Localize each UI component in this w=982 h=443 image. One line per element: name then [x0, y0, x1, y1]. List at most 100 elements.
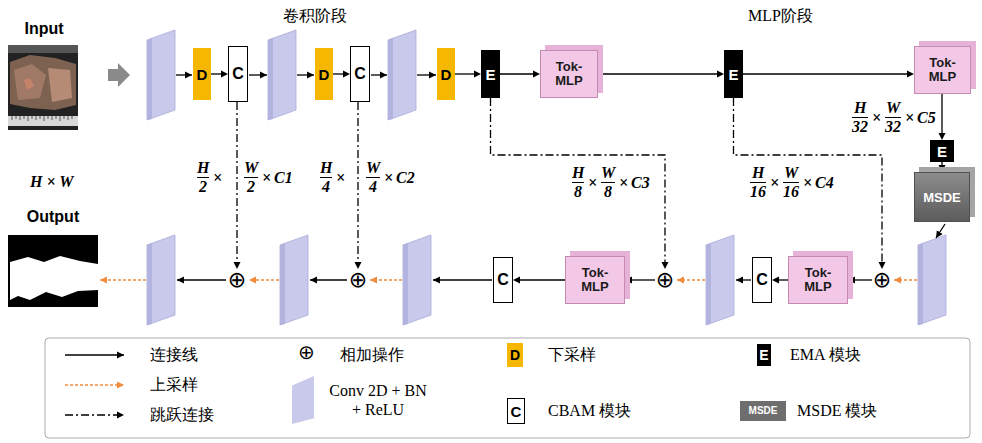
node-text: C — [232, 65, 244, 83]
connector-line — [500, 73, 534, 74]
add-symbol: ⊕ — [872, 269, 892, 291]
arrow-head — [625, 277, 632, 284]
label-text: 32 — [885, 119, 901, 135]
node-text: ⊕ — [228, 270, 246, 290]
label-text: C3 — [631, 175, 650, 191]
node-text: E — [728, 66, 738, 83]
label-text: 8 — [604, 184, 612, 200]
legend-conv-swatch — [292, 376, 314, 424]
arrow-head — [879, 262, 886, 269]
input-arrow — [108, 63, 130, 87]
connector-line — [631, 279, 655, 280]
label-text: MLP阶段 — [748, 6, 813, 25]
cbam-box: C — [350, 46, 370, 102]
label-text: 16 — [783, 184, 799, 200]
fraction-bar — [366, 177, 380, 178]
conv-block — [403, 235, 431, 325]
arrow-head — [343, 71, 350, 78]
node-text: C — [354, 65, 366, 83]
node-text: ⊕ — [349, 270, 367, 290]
connector-line — [211, 73, 222, 74]
connector-line — [854, 279, 872, 280]
label-text: ⊕ — [298, 340, 315, 364]
fraction-bar — [320, 177, 332, 178]
legend-symbol-text: E — [759, 348, 768, 362]
legend-swatch: D — [507, 343, 523, 367]
skip-connection — [355, 102, 362, 269]
connection-wires — [176, 75, 945, 280]
connector-line — [519, 279, 565, 280]
legend-line-sample — [65, 384, 124, 385]
connector-line — [598, 73, 718, 74]
label-text: W — [366, 160, 380, 176]
label-text: × — [619, 175, 628, 191]
connector — [333, 71, 350, 78]
arrow-head — [907, 71, 914, 78]
connector-line — [236, 102, 237, 263]
tok-mlp-box: Tok-MLP — [788, 256, 848, 304]
node-text: Output — [27, 208, 79, 226]
arrow-head — [513, 277, 520, 284]
label-text: C1 — [274, 170, 293, 186]
connector — [772, 277, 788, 284]
legend-text: 相加操作 — [340, 345, 404, 364]
connector-line — [743, 73, 908, 74]
legend-line-sample — [65, 354, 124, 355]
arrow-head — [939, 133, 946, 140]
legend-line-sample — [65, 414, 124, 415]
label-text: 卷积阶段 — [283, 6, 347, 25]
connector — [598, 71, 724, 78]
label-text: H — [320, 160, 332, 176]
fraction-bar — [244, 177, 258, 178]
output-image — [8, 235, 98, 307]
label-text: 2 — [247, 179, 255, 195]
arrow-head — [848, 277, 855, 284]
legend-swatch: E — [757, 344, 771, 366]
fraction-bar — [885, 117, 901, 118]
legend-symbol-text: C — [511, 404, 522, 419]
label-text: H — [197, 160, 209, 176]
connector — [939, 162, 946, 172]
arrow-head — [234, 262, 241, 269]
connector — [939, 94, 946, 140]
legend-text: 连接线 — [150, 345, 198, 364]
node-text: D — [319, 66, 330, 83]
arrow-head — [939, 165, 946, 172]
label-text: × — [384, 170, 393, 186]
add-symbol: ⊕ — [227, 269, 247, 291]
fraction-bar — [572, 182, 584, 183]
tok-mlp-box: Tok-MLP — [914, 46, 971, 94]
label-text: C5 — [917, 110, 936, 126]
connector-line — [357, 102, 358, 263]
label-text: 32 — [852, 119, 868, 135]
label-text: H × W — [30, 172, 74, 191]
label-text: 4 — [369, 179, 377, 195]
legend-text: 上采样 — [150, 375, 198, 394]
conv-block — [706, 235, 734, 325]
node-text: E — [937, 143, 947, 160]
cbam-box: C — [228, 46, 248, 102]
connector — [500, 71, 540, 78]
legend-symbol-text: D — [510, 348, 520, 362]
label-text: × — [803, 175, 812, 191]
conv-block — [147, 235, 175, 325]
connector-line — [491, 98, 666, 263]
node-text: Tok-MLP — [545, 60, 593, 89]
conv-block — [147, 30, 175, 120]
label-text: × — [588, 175, 597, 191]
arrow-head — [533, 71, 540, 78]
conv-block — [918, 235, 946, 325]
label-text: × — [770, 175, 779, 191]
label-text: 2 — [199, 179, 207, 195]
label-text: C2 — [396, 170, 415, 186]
label-text: × — [213, 170, 222, 186]
fraction-bar — [852, 117, 868, 118]
node-text: C — [497, 271, 509, 289]
downsample-box: D — [193, 48, 211, 100]
node-text: Tok-MLP — [793, 266, 843, 295]
connector — [455, 71, 481, 78]
add-symbol: ⊕ — [655, 269, 675, 291]
downsample-box: D — [315, 48, 333, 100]
legend-text: 下采样 — [548, 345, 596, 364]
